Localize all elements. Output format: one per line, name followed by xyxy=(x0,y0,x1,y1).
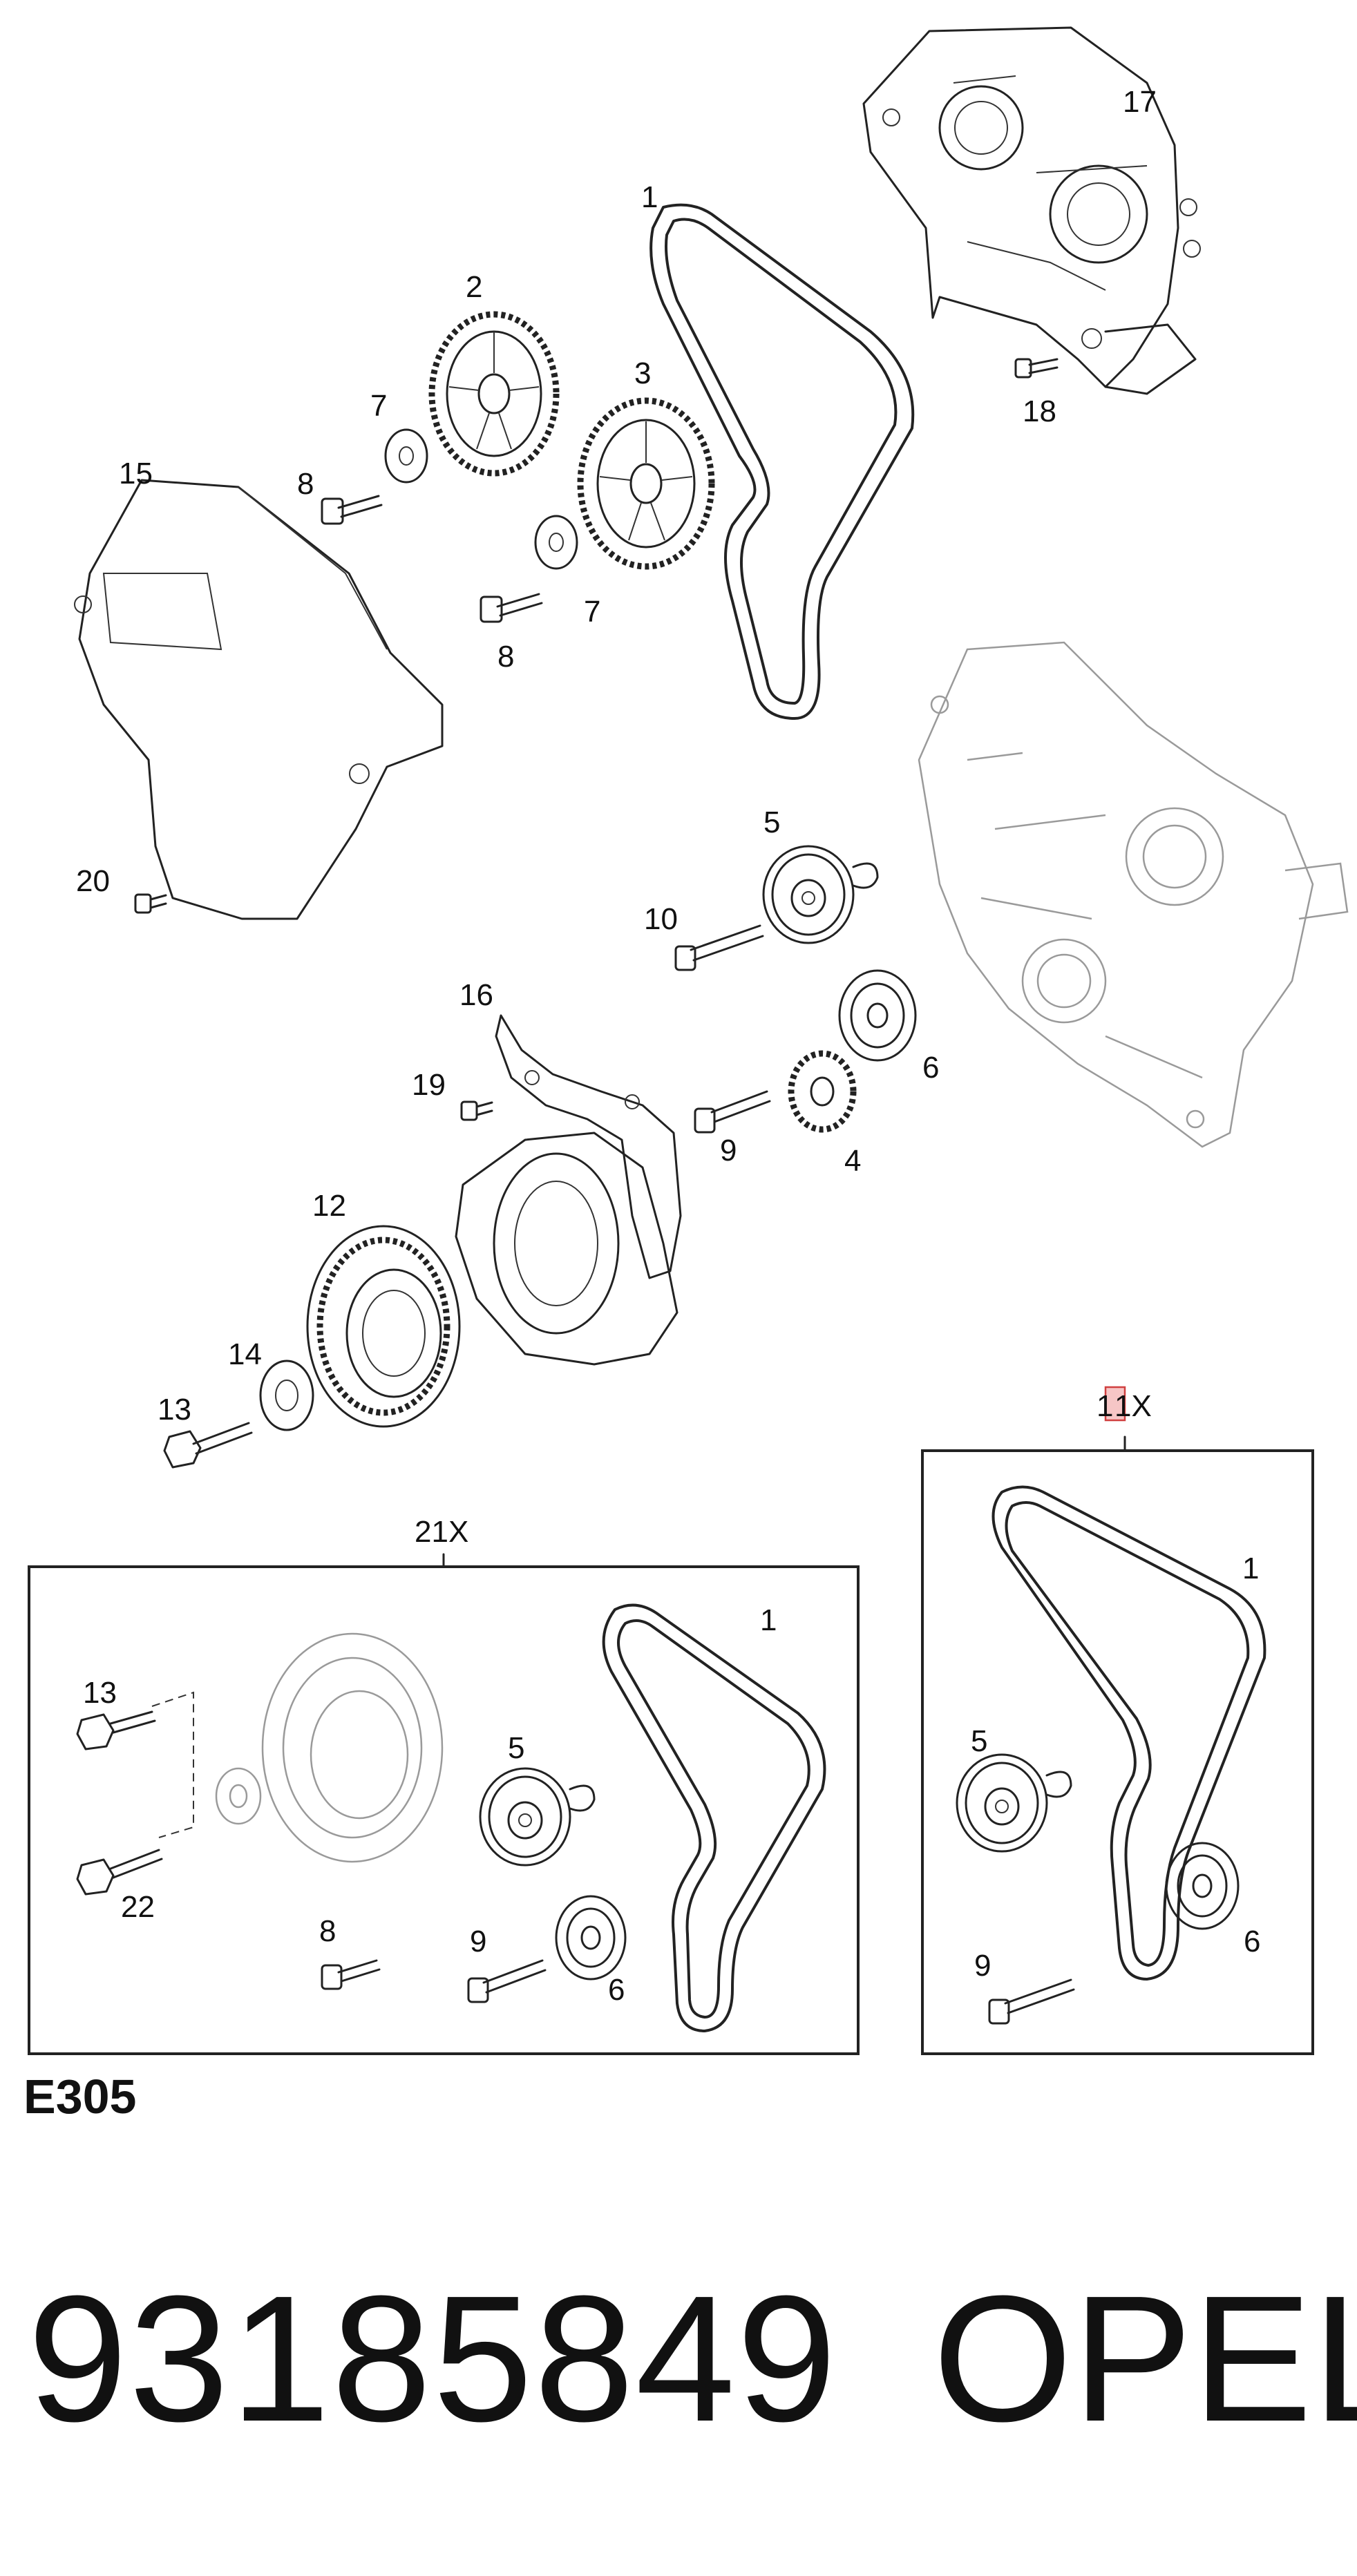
kit-21x: 21X 13 22 8 5 6 9 xyxy=(28,1515,860,2055)
kit-11x-label-highlight: 1 xyxy=(1097,1389,1113,1423)
part-9-bolt xyxy=(694,1090,771,1134)
callout-8-upper: 8 xyxy=(297,467,314,501)
callout-20: 20 xyxy=(76,864,110,898)
callout-18: 18 xyxy=(1023,394,1056,428)
kit-11x: 1 1X 1 5 6 9 xyxy=(921,1386,1314,2055)
part-8-bolt-lower xyxy=(480,593,543,623)
kit-21x-label: 21X xyxy=(415,1515,468,1549)
part-4-crankshaft-gear xyxy=(788,1050,857,1133)
callout-6: 6 xyxy=(922,1051,939,1085)
part-number: 93185849 xyxy=(28,2259,838,2459)
kit-11x-callout-1: 1 xyxy=(1242,1552,1259,1585)
kit-21x-callout-22: 22 xyxy=(121,1890,155,1924)
kit-21x-callout-1: 1 xyxy=(760,1603,777,1637)
kit-11x-callout-5: 5 xyxy=(971,1724,987,1758)
part-5-tensioner xyxy=(762,845,879,944)
callout-8-lower: 8 xyxy=(497,640,514,674)
kit-11x-callout-6: 6 xyxy=(1244,1925,1260,1958)
part-6-idler-pulley xyxy=(838,969,917,1062)
callout-16: 16 xyxy=(459,978,493,1012)
callout-13: 13 xyxy=(158,1393,191,1427)
part-8-bolt-upper xyxy=(321,495,383,525)
kit-21x-callout-8: 8 xyxy=(319,1914,336,1948)
callout-14: 14 xyxy=(228,1337,262,1371)
callout-9: 9 xyxy=(720,1134,737,1167)
part-10-bolt xyxy=(674,924,764,971)
part-18-bolt xyxy=(1014,358,1059,379)
kit-21x-callout-9: 9 xyxy=(470,1925,486,1958)
part-19-bolt xyxy=(460,1100,493,1121)
kit-11x-label-highlight-box xyxy=(1104,1386,1126,1422)
part-15-front-timing-cover xyxy=(74,479,444,920)
part-20-bolt xyxy=(134,893,167,914)
callout-2: 2 xyxy=(466,270,482,304)
part-17-rear-timing-cover xyxy=(862,26,1201,395)
part-2-camshaft-gear xyxy=(428,311,560,477)
part-12-crankshaft-pulley xyxy=(306,1225,461,1428)
kit-21x-callout-13: 13 xyxy=(83,1676,117,1710)
kit-11x-frame xyxy=(921,1449,1314,2055)
callout-10: 10 xyxy=(644,902,678,936)
callout-5: 5 xyxy=(763,805,780,839)
part-13-bolt xyxy=(163,1422,253,1469)
callout-4: 4 xyxy=(844,1144,861,1178)
callout-17: 17 xyxy=(1123,85,1157,119)
brand-name: OPEL xyxy=(933,2259,1357,2459)
oil-seal-housing xyxy=(455,1132,678,1366)
kit-11x-label: 1X xyxy=(1114,1389,1152,1423)
part-1-timing-belt xyxy=(649,203,915,720)
engine-block-background xyxy=(918,641,1349,1148)
callout-7-upper: 7 xyxy=(370,389,387,423)
diagram-code: E305 xyxy=(23,2070,137,2124)
part-3-camshaft-gear xyxy=(577,397,715,570)
part-16-cover xyxy=(495,1014,682,1279)
kit-11x-callout-9: 9 xyxy=(974,1949,991,1983)
callout-3: 3 xyxy=(634,356,651,390)
callout-12: 12 xyxy=(312,1189,346,1223)
part-1-timing-belt-inner xyxy=(665,218,898,705)
kit-21x-callout-6: 6 xyxy=(608,1973,625,2007)
part-14-washer xyxy=(259,1359,314,1431)
part-7-washer-upper xyxy=(384,428,428,484)
callout-15: 15 xyxy=(119,457,153,490)
kit-21x-callout-5: 5 xyxy=(508,1731,524,1765)
callout-19: 19 xyxy=(412,1068,446,1102)
callout-1: 1 xyxy=(641,180,658,214)
callout-7-lower: 7 xyxy=(584,595,600,629)
part-7-washer-lower xyxy=(534,515,578,570)
